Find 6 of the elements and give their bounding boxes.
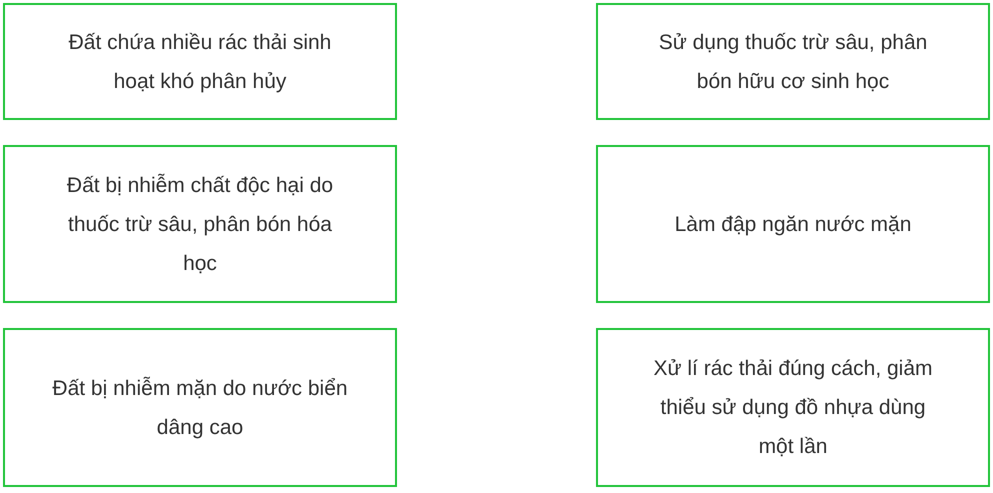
statement-card: Xử lí rác thải đúng cách, giảm thiểu sử dụng đồ nhựa dùng một lần (596, 328, 990, 487)
statement-card: Đất bị nhiễm chất độc hại do thuốc trừ sâu, phân bón hóa học (3, 145, 397, 303)
statement-card: Làm đập ngăn nước mặn (596, 145, 990, 303)
statement-card: Đất chứa nhiều rác thải sinh hoạt khó phân hủy (3, 3, 397, 120)
statement-card: Đất bị nhiễm mặn do nước biển dâng cao (3, 328, 397, 487)
statement-card: Sử dụng thuốc trừ sâu, phân bón hữu cơ sinh học (596, 3, 990, 120)
